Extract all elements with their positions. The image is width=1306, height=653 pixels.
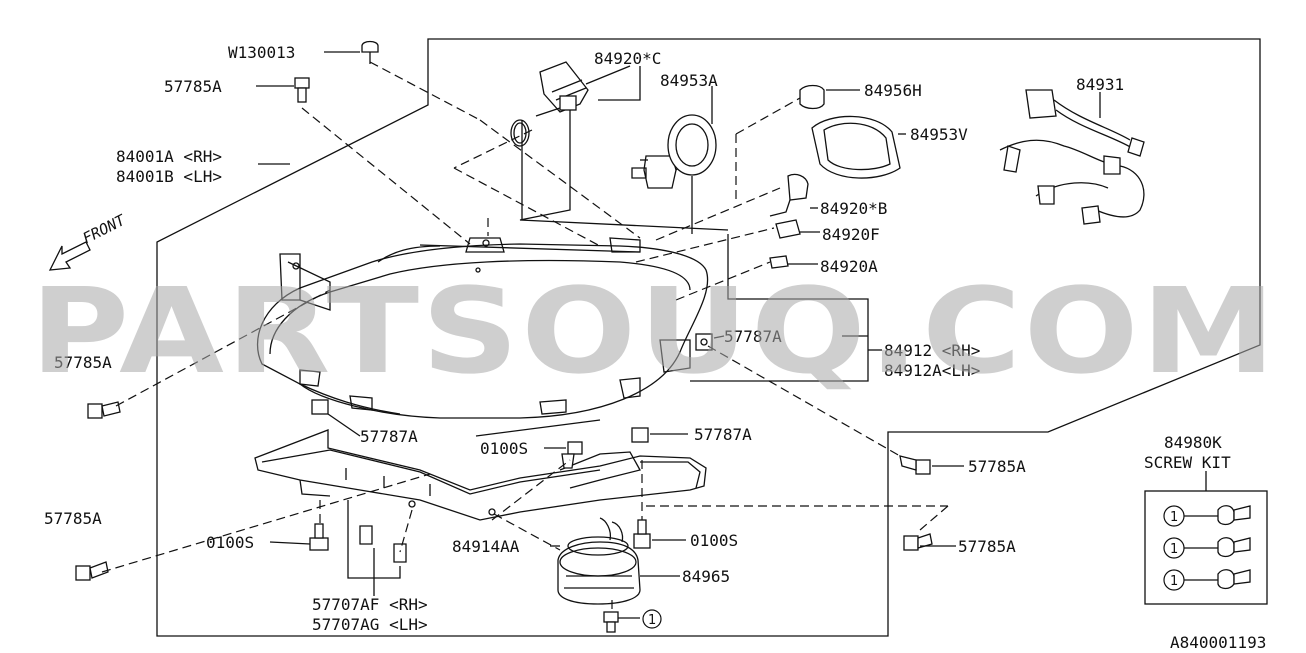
label-84965[interactable]: 84965 bbox=[682, 567, 730, 586]
label-84980k[interactable]: 84980K bbox=[1164, 433, 1222, 452]
svg-text:1: 1 bbox=[1170, 510, 1178, 525]
label-57785a-right2[interactable]: 57785A bbox=[958, 537, 1016, 556]
diagram-id: A840001193 bbox=[1170, 633, 1266, 652]
igniter-84920c bbox=[535, 61, 589, 117]
label-84001b[interactable]: 84001B <LH> bbox=[116, 167, 222, 186]
label-57707ag[interactable]: 57707AG <LH> bbox=[312, 615, 428, 634]
label-0100s-left[interactable]: 0100S bbox=[206, 533, 254, 552]
screw-kit-screws bbox=[1217, 505, 1251, 590]
clip-57707 bbox=[359, 525, 407, 563]
ref-circle-kit1: 1 bbox=[1163, 505, 1185, 527]
bolt-57785a-right2 bbox=[903, 533, 933, 551]
svg-text:1: 1 bbox=[1170, 574, 1178, 589]
label-0100s-right[interactable]: 0100S bbox=[690, 531, 738, 550]
label-84953a[interactable]: 84953A bbox=[660, 71, 718, 90]
lower-bracket bbox=[254, 429, 707, 521]
label-w130013[interactable]: W130013 bbox=[228, 43, 295, 62]
watermark: PARTSOUQ.COM bbox=[30, 262, 1278, 400]
assembly-boundary bbox=[156, 38, 1261, 637]
bulb-84920f bbox=[775, 219, 801, 239]
svg-text:1: 1 bbox=[648, 613, 656, 628]
ref-circle-bottom: 1 bbox=[642, 609, 662, 629]
bolt-57785a-left2 bbox=[75, 561, 109, 581]
bulb-84920a bbox=[769, 255, 789, 269]
label-84931[interactable]: 84931 bbox=[1076, 75, 1124, 94]
front-label: FRONT bbox=[80, 211, 129, 248]
label-84920b[interactable]: 84920*B bbox=[820, 199, 887, 218]
o-ring bbox=[510, 119, 530, 147]
label-57707af[interactable]: 57707AF <RH> bbox=[312, 595, 428, 614]
ballast-84965 bbox=[557, 517, 641, 605]
label-57785a-left[interactable]: 57785A bbox=[54, 353, 112, 372]
label-84920c[interactable]: 84920*C bbox=[594, 49, 661, 68]
svg-text:1: 1 bbox=[1170, 542, 1178, 557]
ref-circle-kit3: 1 bbox=[1163, 569, 1185, 591]
bolt-0100s-right bbox=[633, 519, 651, 549]
bulb-84920b bbox=[769, 173, 809, 217]
clip-57787a-low bbox=[311, 399, 329, 415]
label-84920f[interactable]: 84920F bbox=[822, 225, 880, 244]
harness-84931 bbox=[999, 89, 1145, 225]
leader-lines bbox=[256, 51, 1101, 619]
cover-84953v bbox=[811, 115, 901, 179]
dashed-lines bbox=[101, 61, 949, 612]
label-84912[interactable]: 84912 <RH> bbox=[884, 341, 980, 360]
cap-84956h bbox=[799, 84, 825, 110]
ref-circle-kit2: 1 bbox=[1163, 537, 1185, 559]
label-0100s-mid[interactable]: 0100S bbox=[480, 439, 528, 458]
label-84914aa[interactable]: 84914AA bbox=[452, 537, 520, 556]
clip-57787a-right bbox=[631, 427, 649, 443]
bolt-57785a-left bbox=[87, 401, 121, 419]
label-screw-kit: SCREW KIT bbox=[1144, 453, 1231, 472]
subassembly-frame bbox=[690, 234, 869, 382]
label-57785a-top[interactable]: 57785A bbox=[164, 77, 222, 96]
bolt-57785a-top bbox=[294, 77, 310, 103]
bolt-bottom bbox=[603, 611, 619, 633]
bolt-0100s-left bbox=[309, 523, 329, 551]
label-57787a-mid[interactable]: 57787A bbox=[724, 327, 782, 346]
label-84001a[interactable]: 84001A <RH> bbox=[116, 147, 222, 166]
label-84953v[interactable]: 84953V bbox=[910, 125, 968, 144]
seal-84953a bbox=[667, 114, 717, 176]
headlamp-housing bbox=[256, 237, 709, 419]
label-84920a[interactable]: 84920A bbox=[820, 257, 878, 276]
label-57785a-right1[interactable]: 57785A bbox=[968, 457, 1026, 476]
label-84912a[interactable]: 84912A<LH> bbox=[884, 361, 980, 380]
screw-w130013 bbox=[361, 40, 379, 64]
label-57787a-low[interactable]: 57787A bbox=[360, 427, 418, 446]
label-84956h[interactable]: 84956H bbox=[864, 81, 922, 100]
label-57787a-right[interactable]: 57787A bbox=[694, 425, 752, 444]
bolt-57785a-right1 bbox=[899, 455, 931, 475]
label-57785a-left2[interactable]: 57785A bbox=[44, 509, 102, 528]
part-labels: W130013 57785A 84001A <RH> 84001B <LH> 8… bbox=[44, 43, 1266, 652]
